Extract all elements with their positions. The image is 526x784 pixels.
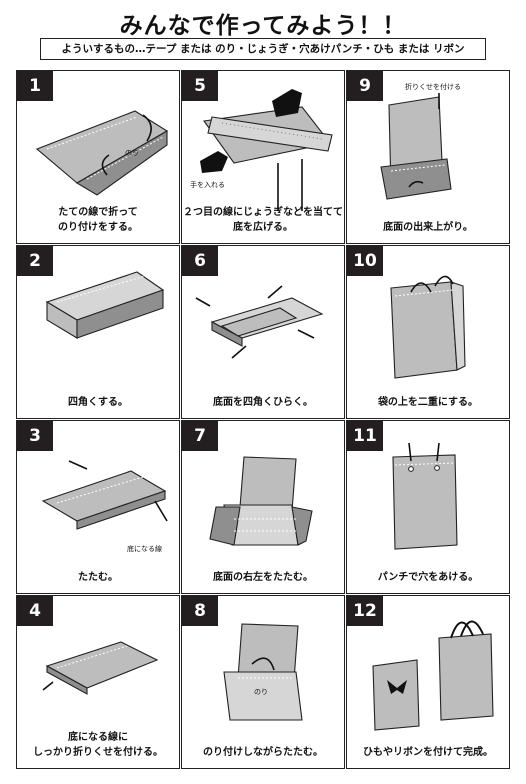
step-2-number: 2 (17, 246, 53, 276)
step-panel-8: のり 8 のり付けしながらたたむ。 (181, 595, 345, 769)
step-5-hand-label: 手を入れる (190, 180, 225, 189)
step-4-caption-line-2: しっかり折りくせを付ける。 (33, 747, 163, 758)
step-2-caption-line-1: 四角くする。 (68, 397, 128, 408)
step-10-illustration (390, 275, 466, 379)
step-panel-2: 2 四角くする。 (16, 245, 180, 419)
step-1-caption-line-2: のり付けをする。 (58, 222, 138, 233)
step-3-caption-line-1: たたむ。 (78, 572, 118, 583)
step-4-illustration (42, 641, 159, 695)
step-6-caption: 底面を四角くひらく。 (182, 395, 344, 410)
step-6-number: 6 (182, 246, 218, 276)
step-5-caption-line-2: 底を広げる。 (233, 222, 293, 233)
step-10-number: 10 (347, 246, 383, 276)
step-panel-10: 10 袋の上を二重にする。 (346, 245, 510, 419)
step-panel-1: のり 1 たての線で折って のり付けをする。 (16, 70, 180, 244)
step-3-bottom-line-label: 底になる線 (127, 544, 162, 553)
step-3-caption: たたむ。 (17, 570, 179, 585)
step-8-illustration: のり (223, 623, 303, 721)
step-11-caption: パンチで穴をあける。 (347, 570, 509, 585)
step-5-illustration: 手を入れる (190, 89, 333, 211)
step-9-caption: 底面の出来上がり。 (347, 220, 509, 235)
step-6-illustration (195, 285, 324, 359)
step-panel-6: 6 底面を四角くひらく。 (181, 245, 345, 419)
step-6-caption-line-1: 底面を四角くひらく。 (213, 397, 313, 408)
step-12-caption: ひもやリボンを付けて完成。 (347, 745, 509, 760)
step-11-number: 11 (347, 421, 383, 451)
step-4-number: 4 (17, 596, 53, 626)
step-9-number: 9 (347, 71, 383, 101)
step-1-caption: たての線で折って のり付けをする。 (17, 205, 179, 235)
step-12-illustration (372, 620, 494, 731)
step-8-number: 8 (182, 596, 218, 626)
step-panel-11: 11 パンチで穴をあける。 (346, 420, 510, 594)
step-panel-12: 12 ひもやリボンを付けて完成。 (346, 595, 510, 769)
step-8-caption-line-1: のり付けしながらたたむ。 (203, 747, 323, 758)
step-panel-9: 折りくせを付ける 9 底面の出来上がり。 (346, 70, 510, 244)
step-9-illustration: 折りくせを付ける (380, 82, 461, 200)
step-1-caption-line-1: たての線で折って (58, 207, 138, 218)
step-9-crease-label: 折りくせを付ける (405, 82, 461, 91)
step-panel-7: 7 底面の右左をたたむ。 (181, 420, 345, 594)
step-7-illustration (209, 456, 313, 546)
step-12-number: 12 (347, 596, 383, 626)
step-2-caption: 四角くする。 (17, 395, 179, 410)
step-10-caption: 袋の上を二重にする。 (347, 395, 509, 410)
step-1-illustration: のり (35, 110, 169, 196)
page-title: みんなで作ってみよう！！ (119, 13, 407, 39)
step-11-illustration (392, 442, 458, 550)
step-1-number: 1 (17, 71, 53, 101)
step-5-caption: ２つ目の線にじょうぎなどを当てて 底を広げる。 (182, 205, 344, 235)
step-4-caption: 底になる線に しっかり折りくせを付ける。 (17, 730, 179, 760)
step-1-glue-label: のり (125, 149, 139, 157)
step-9-caption-line-1: 底面の出来上がり。 (383, 222, 473, 233)
step-7-caption-line-1: 底面の右左をたたむ。 (213, 572, 313, 583)
step-4-caption-line-1: 底になる線に (68, 732, 128, 743)
supplies-list: よういするもの…テープ または のり・じょうぎ・穴あけパンチ・ひも または リボ… (40, 38, 486, 60)
step-5-caption-line-1: ２つ目の線にじょうぎなどを当てて (183, 207, 343, 218)
step-panel-3: 底になる線 3 たたむ。 (16, 420, 180, 594)
step-8-glue-label: のり (254, 688, 268, 696)
step-2-illustration (45, 271, 165, 339)
step-5-number: 5 (182, 71, 218, 101)
step-8-caption: のり付けしながらたたむ。 (182, 745, 344, 760)
step-11-caption-line-1: パンチで穴をあける。 (377, 572, 479, 583)
step-10-caption-line-1: 袋の上を二重にする。 (377, 397, 479, 408)
step-7-caption: 底面の右左をたたむ。 (182, 570, 344, 585)
step-3-number: 3 (17, 421, 53, 451)
step-12-caption-line-1: ひもやリボンを付けて完成。 (363, 747, 493, 758)
step-panel-5: 手を入れる 5 ２つ目の線にじょうぎなどを当てて 底を広げる。 (181, 70, 345, 244)
step-3-illustration: 底になる線 (41, 460, 168, 553)
step-panel-4: 4 底になる線に しっかり折りくせを付ける。 (16, 595, 180, 769)
step-7-number: 7 (182, 421, 218, 451)
